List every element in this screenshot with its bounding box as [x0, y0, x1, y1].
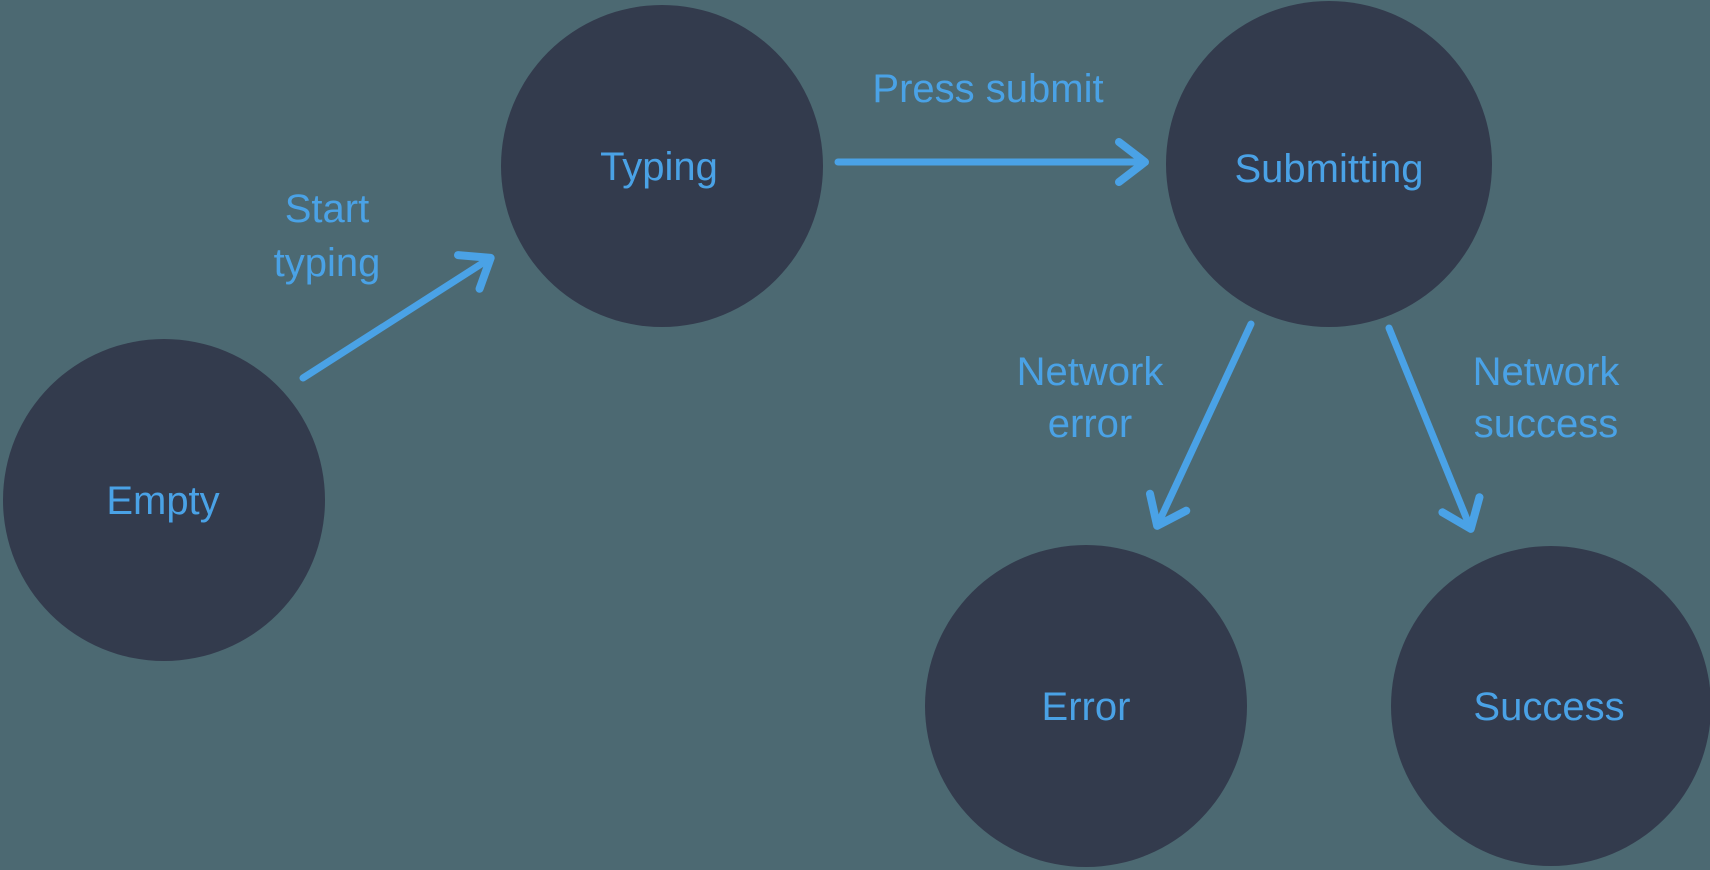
state-node-empty-label: Empty [106, 479, 219, 523]
edge-label-network-error-line1: Network [1017, 350, 1165, 394]
edge-label-network-success-line1: Network [1473, 350, 1621, 394]
state-node-submitting [1166, 1, 1492, 327]
state-node-typing [501, 5, 823, 327]
transition-edges [299, 138, 1484, 533]
edge-start-typing-arrow [299, 251, 495, 382]
state-nodes: Empty Typing Submitting Error Success [3, 1, 1710, 867]
edge-label-start-typing-line2: typing [274, 241, 381, 285]
transition-labels: Start typing Press submit Network error … [274, 67, 1621, 446]
state-node-success-label: Success [1473, 685, 1624, 729]
state-node-success [1391, 546, 1710, 866]
state-node-typing-label: Typing [600, 145, 718, 189]
edge-network-error-arrow [1145, 320, 1255, 530]
edge-label-press-submit: Press submit [872, 67, 1103, 111]
state-node-submitting-label: Submitting [1235, 147, 1424, 191]
edge-label-start-typing-line1: Start [285, 187, 369, 231]
edge-network-success-arrow [1385, 324, 1484, 533]
edge-label-network-error-line2: error [1048, 402, 1132, 446]
state-node-error [925, 545, 1247, 867]
state-node-error-label: Error [1042, 685, 1131, 729]
edge-label-network-success-line2: success [1474, 402, 1619, 446]
state-node-empty [3, 339, 325, 661]
